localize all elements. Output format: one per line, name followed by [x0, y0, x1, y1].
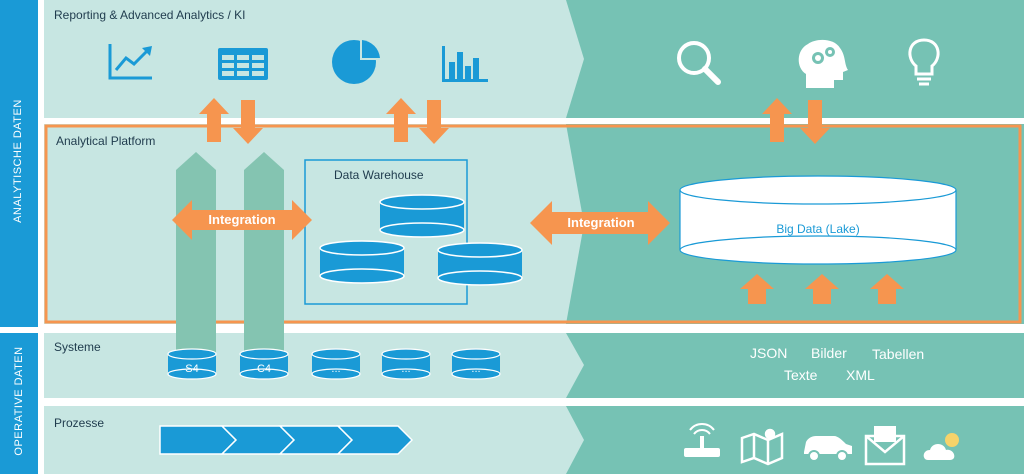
arrow-down-3: [800, 100, 830, 144]
platform-frame: [44, 124, 1022, 324]
band-platform-left: [44, 124, 584, 324]
table-icon: [218, 48, 268, 80]
big-data-label: Big Data (Lake): [776, 222, 860, 236]
band-reporting-left: [44, 0, 584, 118]
magnifier-icon: [677, 41, 721, 85]
pillar-s4: [176, 152, 216, 354]
system-cylinder-s4: [167, 348, 217, 380]
integration-arrow-left: [172, 200, 312, 240]
platform-title: Analytical Platform: [56, 134, 156, 148]
data-type-xml: XML: [846, 367, 875, 383]
big-data-cylinder: [679, 175, 957, 265]
map-icon: [740, 428, 784, 466]
pillar-c4: [244, 152, 284, 354]
band-reporting-right: [560, 0, 1024, 118]
process-step-4: [336, 425, 414, 455]
prozesse-title: Prozesse: [54, 416, 105, 430]
arrow-up-lake-3: [870, 274, 904, 304]
process-step-1: [159, 425, 238, 455]
system-label-s4: S4: [185, 363, 199, 375]
car-icon: [804, 436, 852, 462]
bar-chart-icon: [442, 46, 488, 82]
router-icon: [684, 423, 720, 457]
integration-label-mid: Integration: [567, 215, 635, 230]
data-type-tabellen: Tabellen: [872, 346, 925, 362]
dwh-cylinder-right: [437, 242, 523, 286]
arrow-up-3: [762, 98, 792, 142]
dwh-box: [304, 159, 468, 305]
arrow-up-2: [386, 98, 416, 142]
system-label-4: ...: [401, 363, 411, 375]
data-type-bilder: Bilder: [811, 345, 847, 361]
systeme-title: Systeme: [54, 340, 101, 354]
data-type-texte: Texte: [784, 367, 818, 383]
dwh-cylinder-top: [379, 194, 465, 238]
line-chart-icon: [108, 44, 152, 80]
system-cylinder-4: [381, 348, 431, 380]
dwh-title: Data Warehouse: [334, 168, 424, 182]
dwh-cylinder-left: [319, 240, 405, 284]
system-label-3: ...: [331, 363, 341, 375]
lightbulb-icon: [908, 38, 940, 86]
band-systeme-right: [560, 333, 1024, 398]
system-cylinder-c4: [239, 348, 289, 380]
reporting-title: Reporting & Advanced Analytics / KI: [54, 8, 246, 22]
arrow-up-lake-2: [805, 274, 839, 304]
brain-gears-icon: [798, 39, 848, 88]
system-cylinder-3: [311, 348, 361, 380]
sidebar-analytics: [0, 0, 38, 327]
sidebar-operative: [0, 333, 38, 474]
arrow-up-1: [199, 98, 229, 142]
arrow-down-2: [419, 100, 449, 144]
pie-chart-icon: [332, 38, 382, 84]
arrow-down-1: [233, 100, 263, 144]
system-label-5: ...: [471, 363, 481, 375]
arrow-up-lake-1: [740, 274, 774, 304]
data-type-json: JSON: [750, 345, 788, 361]
band-prozesse-right: [560, 406, 1024, 474]
integration-arrow-mid: [530, 201, 670, 245]
weather-icon: [923, 433, 959, 460]
system-label-c4: C4: [256, 363, 272, 375]
system-cylinder-5: [451, 348, 501, 380]
process-chevrons: [159, 425, 414, 455]
email-icon: [864, 426, 906, 466]
integration-label-left: Integration: [208, 212, 276, 227]
